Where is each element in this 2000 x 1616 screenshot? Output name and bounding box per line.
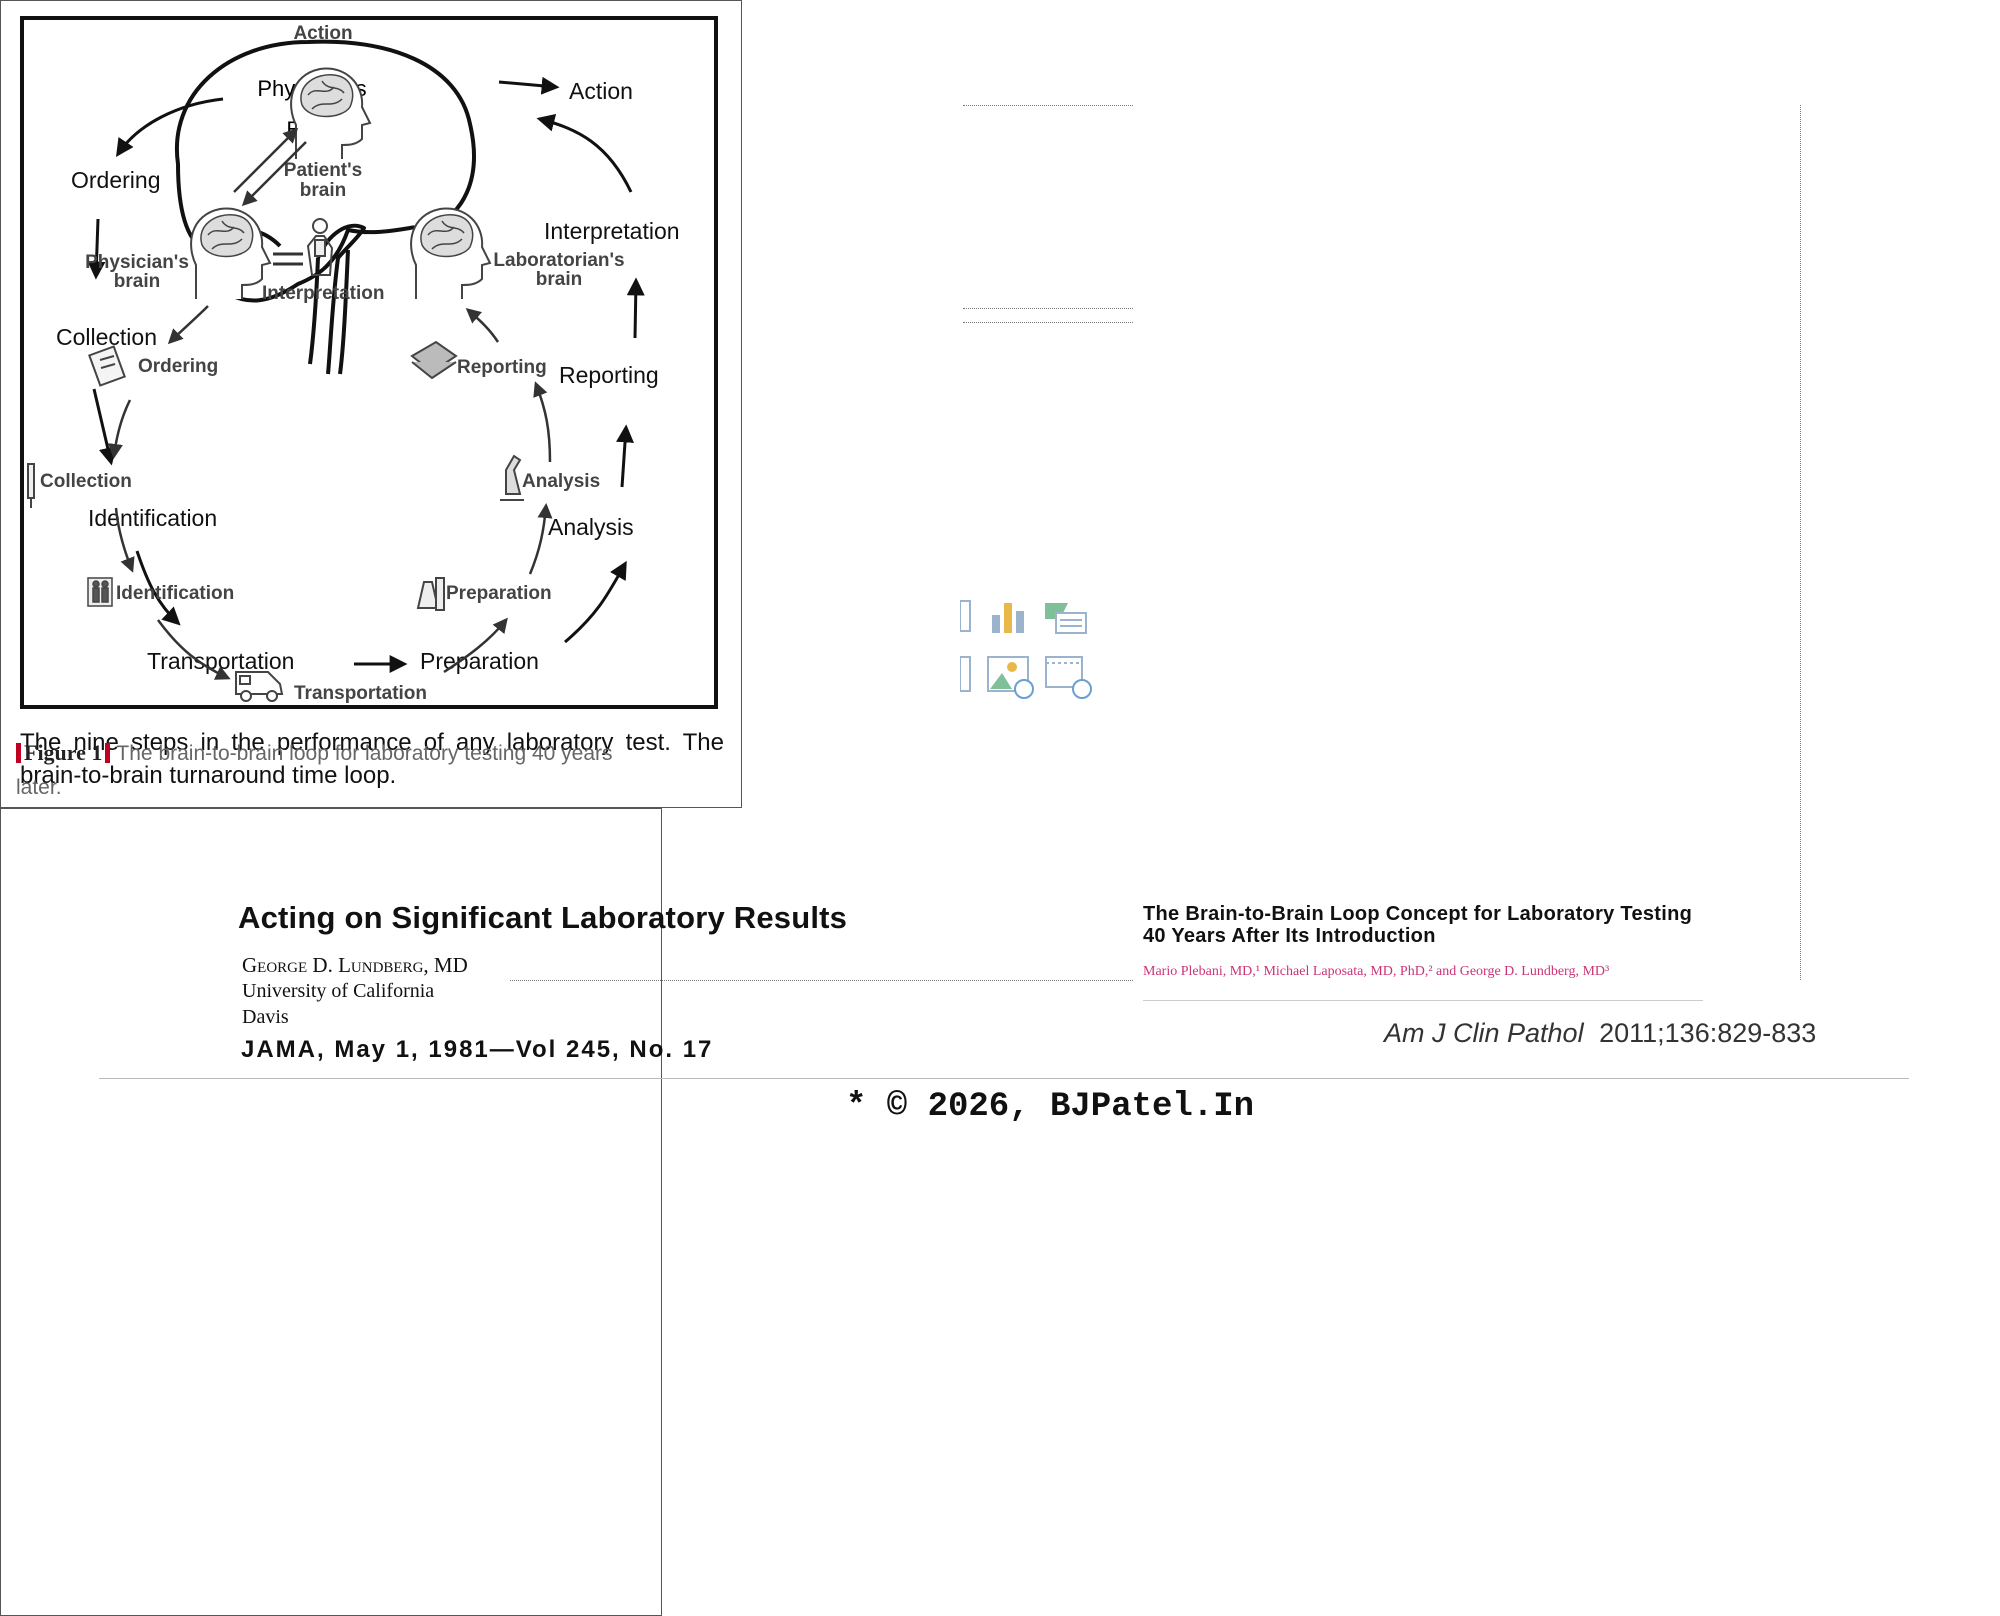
analysis-microscope-icon	[500, 454, 524, 501]
left-author-name: George D. Lundberg, MD	[242, 953, 468, 977]
patients-brain-label-2: brain	[300, 180, 346, 201]
placeholder-frame-bottom	[510, 980, 1133, 981]
placeholder-frame-mid2	[963, 322, 1133, 323]
step-identification: Identification	[88, 505, 217, 531]
step-ordering: Ordering	[71, 167, 160, 193]
right-action-label: Action	[293, 23, 352, 44]
right-loop-arrows	[108, 305, 553, 680]
diagram-frame	[20, 16, 718, 709]
physicians-brain-icon	[190, 207, 271, 300]
left-loop-arrows	[87, 76, 645, 673]
left-figure-caption: The nine steps in the performance of any…	[20, 729, 724, 789]
right-ordering-label: Ordering	[138, 356, 218, 377]
laboratorians-brain-label-1: Laboratorian's	[493, 250, 624, 271]
step-collection: Collection	[56, 324, 157, 350]
right-analysis-label: Analysis	[522, 471, 600, 492]
transportation-van-icon	[235, 671, 284, 702]
right-paper-title-line2: 40 Years After Its Introduction	[1143, 925, 1436, 947]
caption-red-bar-right	[105, 743, 111, 763]
left-brain-to-brain-diagram: Physician's Brain Action Ordering Collec…	[20, 16, 718, 709]
right-citation-details: 2011;136:829-833	[1599, 1018, 1817, 1048]
smartart-icon	[1045, 603, 1087, 634]
laboratorians-brain-label-2: brain	[536, 269, 582, 290]
collection-syringe-icon	[27, 463, 35, 508]
footer-divider	[99, 1078, 1909, 1079]
interpretation-person-icon	[306, 218, 334, 276]
bar-chart-icon	[992, 603, 1024, 633]
action-double-arrows	[233, 127, 307, 207]
left-author-affiliation-2: Davis	[242, 1006, 289, 1028]
caption-text: The brain-to-brain loop for laboratory t…	[16, 742, 613, 799]
placeholder-frame-top	[963, 105, 1133, 106]
copyright-footer: * © 2026, BJPatel.In	[845, 1088, 1255, 1126]
left-author-affiliation-1: University of California	[242, 980, 435, 1002]
placeholder-frame-right	[1800, 105, 1801, 980]
right-transportation-label: Transportation	[294, 683, 427, 704]
right-paper-title: The Brain-to-Brain Loop Concept for Labo…	[1143, 903, 1783, 947]
right-brain-to-brain-diagram: Action Patient's brain Physician's brain…	[27, 23, 625, 704]
double-arrow-symbol	[273, 252, 303, 266]
insert-content-icons[interactable]	[960, 595, 1100, 705]
right-paper-authors: Mario Plebani, MD,¹ Michael Laposata, MD…	[1143, 964, 1610, 979]
step-reporting: Reporting	[559, 362, 659, 388]
left-journal-citation: JAMA, May 1, 1981—Vol 245, No. 17	[241, 1036, 714, 1063]
right-interpretation-label: Interpretation	[262, 283, 384, 304]
step-preparation: Preparation	[420, 648, 539, 674]
right-paper-title-line1: The Brain-to-Brain Loop Concept for Labo…	[1143, 903, 1693, 925]
placeholder-frame-mid	[963, 308, 1133, 309]
right-reporting-label: Reporting	[457, 357, 547, 378]
right-citation-journal: Am J Clin Pathol	[1384, 1018, 1584, 1048]
physicians-brain-label-1: Physician's	[85, 252, 189, 273]
left-paper-title: Acting on Significant Laboratory Results	[238, 900, 848, 935]
step-analysis: Analysis	[548, 514, 634, 540]
caption-figure-label: Figure 1	[24, 740, 103, 765]
identification-people-icon	[87, 577, 113, 607]
right-preparation-label: Preparation	[446, 583, 552, 604]
physicians-brain-label-2: brain	[114, 271, 160, 292]
caption-red-bar-left	[16, 743, 21, 763]
right-authors-rule	[1143, 1000, 1703, 1001]
preparation-flask-icon	[416, 577, 445, 611]
right-collection-label: Collection	[40, 471, 132, 492]
step-interpretation: Interpretation	[544, 218, 680, 244]
right-journal-citation: Am J Clin Pathol 2011;136:829-833	[1384, 1018, 1816, 1049]
laboratorians-brain-icon	[410, 207, 491, 300]
video-icon	[1045, 656, 1092, 699]
ordering-icon	[88, 345, 126, 387]
right-identification-label: Identification	[116, 583, 234, 604]
patients-brain-label-1: Patient's	[284, 160, 362, 181]
left-figure-panel: Physician's Brain Action Ordering Collec…	[0, 0, 742, 808]
picture-icon	[960, 656, 1034, 699]
reporting-icon	[410, 340, 458, 380]
step-action: Action	[569, 78, 633, 104]
table-icon	[960, 600, 971, 632]
